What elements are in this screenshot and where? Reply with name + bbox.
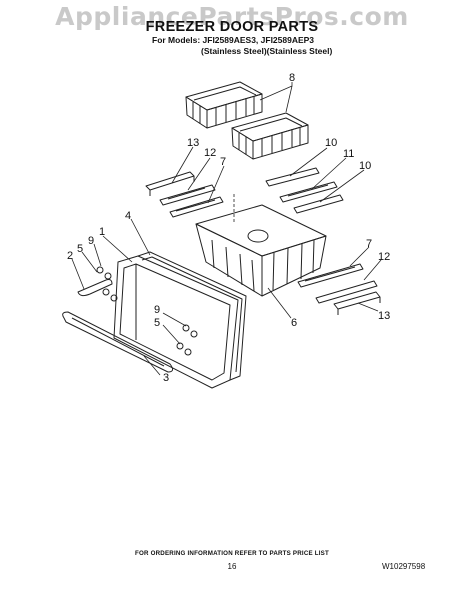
door-handle-bar [62,311,174,373]
callout-label: 3 [163,372,169,384]
callout-label: 2 [67,250,73,262]
callout-label: 4 [125,210,131,222]
door-gasket [137,251,247,381]
watermark: AppliancePartsPros.com [55,2,409,31]
callout-label: 7 [366,238,372,250]
callout-label: 9 [154,304,160,316]
callout-label: 13 [378,310,390,322]
page-title: FREEZER DOOR PARTS [145,19,319,35]
slide-bracket-upper-left [169,196,224,218]
callout-label: 11 [343,148,354,160]
callout-label: 8 [289,72,295,84]
rail-end-lower-right [293,194,344,214]
page-number: 16 [227,562,237,571]
callout-label: 13 [187,137,199,149]
freezer-basket-left [185,81,263,129]
slide-rail-upper-left [159,184,216,206]
callout-label: 7 [220,156,226,168]
callout-label: 10 [359,160,371,172]
slide-rail-lower-right [315,280,378,304]
freezer-door [113,255,239,389]
slide-bracket-lower-right [297,263,364,288]
callout-labels: 8 13 12 7 10 11 10 4 1 9 5 2 7 12 6 13 9… [67,72,390,384]
ordering-note: FOR ORDERING INFORMATION REFER TO PARTS … [135,550,329,557]
callout-label: 6 [291,317,297,329]
freezer-bin [195,204,327,297]
callout-label: 9 [88,235,94,247]
rail-end-upper-right [265,167,320,187]
freezer-basket-right [231,112,309,160]
callout-label: 5 [77,243,83,255]
callout-label: 10 [325,137,337,149]
door-handle-side [77,279,113,297]
finish-description: (Stainless Steel)(Stainless Steel) [201,46,333,56]
rail-cover-lower-right [333,291,381,315]
handle-screws-lower [176,324,198,356]
callout-label: 12 [204,147,216,159]
model-numbers: For Models: JFI2589AES3, JFI2589AEP3 [152,35,315,45]
rail-support-right [279,181,338,203]
callout-leader-lines [71,82,382,376]
callout-label: 5 [154,317,160,329]
handle-screws-upper [96,266,118,302]
callout-label: 12 [378,251,390,263]
document-number: W10297598 [382,562,426,571]
callout-label: 1 [99,226,105,238]
